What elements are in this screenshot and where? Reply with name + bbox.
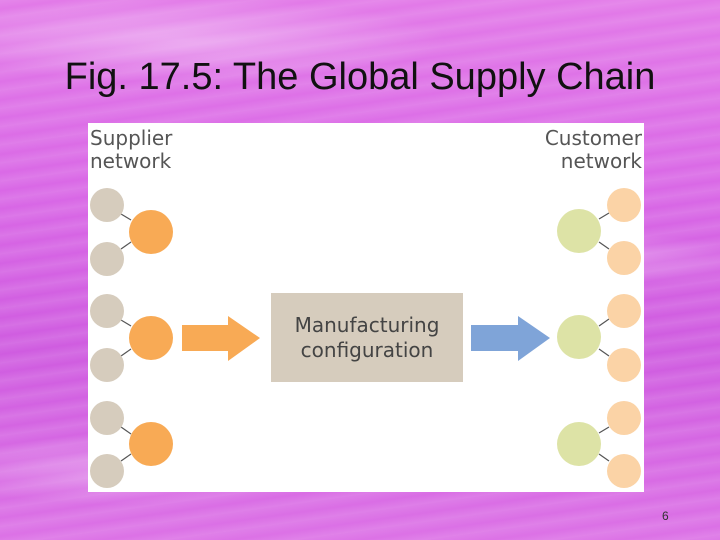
supply-chain-diagram: Supplier network Customer network Manufa… bbox=[88, 123, 644, 492]
page-number: 6 bbox=[662, 509, 669, 523]
supplier-node bbox=[90, 188, 124, 222]
customer-hub bbox=[557, 422, 601, 466]
customer-nodes bbox=[607, 188, 641, 488]
customer-node bbox=[607, 294, 641, 328]
customer-node bbox=[607, 401, 641, 435]
supplier-hub bbox=[129, 422, 173, 466]
supplier-hubs bbox=[129, 210, 173, 466]
connector bbox=[598, 453, 610, 462]
connector bbox=[598, 348, 610, 357]
customer-hubs bbox=[557, 209, 601, 466]
supplier-hub bbox=[129, 210, 173, 254]
supplier-label-line2: network bbox=[90, 149, 172, 173]
manufacturing-line2: configuration bbox=[300, 337, 434, 362]
connector bbox=[120, 319, 132, 327]
supplier-network-label: Supplier network bbox=[90, 127, 172, 173]
customer-node bbox=[607, 348, 641, 382]
customer-node bbox=[607, 188, 641, 222]
manufacturing-configuration-box: Manufacturing configuration bbox=[271, 293, 463, 382]
supplier-node bbox=[90, 454, 124, 488]
manufacturing-label: Manufacturing configuration bbox=[295, 313, 440, 363]
supplier-connectors bbox=[120, 213, 132, 462]
customer-label-line1: Customer bbox=[544, 126, 642, 150]
outbound-arrow bbox=[471, 316, 550, 361]
connector bbox=[598, 426, 610, 434]
connector bbox=[120, 213, 132, 221]
customer-connectors bbox=[598, 212, 610, 462]
manufacturing-line1: Manufacturing bbox=[294, 312, 440, 337]
supplier-node bbox=[90, 348, 124, 382]
connector bbox=[120, 348, 132, 357]
supplier-hub bbox=[129, 316, 173, 360]
customer-hub bbox=[557, 209, 601, 253]
supplier-node bbox=[90, 401, 124, 435]
supplier-nodes bbox=[90, 188, 124, 488]
connector bbox=[120, 426, 132, 435]
customer-node bbox=[607, 454, 641, 488]
supplier-label-line1: Supplier bbox=[90, 126, 173, 150]
customer-label-line2: network bbox=[560, 149, 642, 173]
diagram-graphics bbox=[90, 188, 641, 488]
slide-title: Fig. 17.5: The Global Supply Chain bbox=[64, 56, 656, 98]
customer-node bbox=[607, 241, 641, 275]
connector bbox=[120, 241, 132, 250]
connector bbox=[598, 318, 610, 327]
connector bbox=[598, 241, 610, 250]
inbound-arrow bbox=[182, 316, 260, 361]
supplier-node bbox=[90, 242, 124, 276]
connector bbox=[120, 453, 132, 462]
connector bbox=[598, 212, 610, 220]
customer-hub bbox=[557, 315, 601, 359]
customer-network-label: Customer network bbox=[545, 127, 642, 173]
supplier-node bbox=[90, 294, 124, 328]
